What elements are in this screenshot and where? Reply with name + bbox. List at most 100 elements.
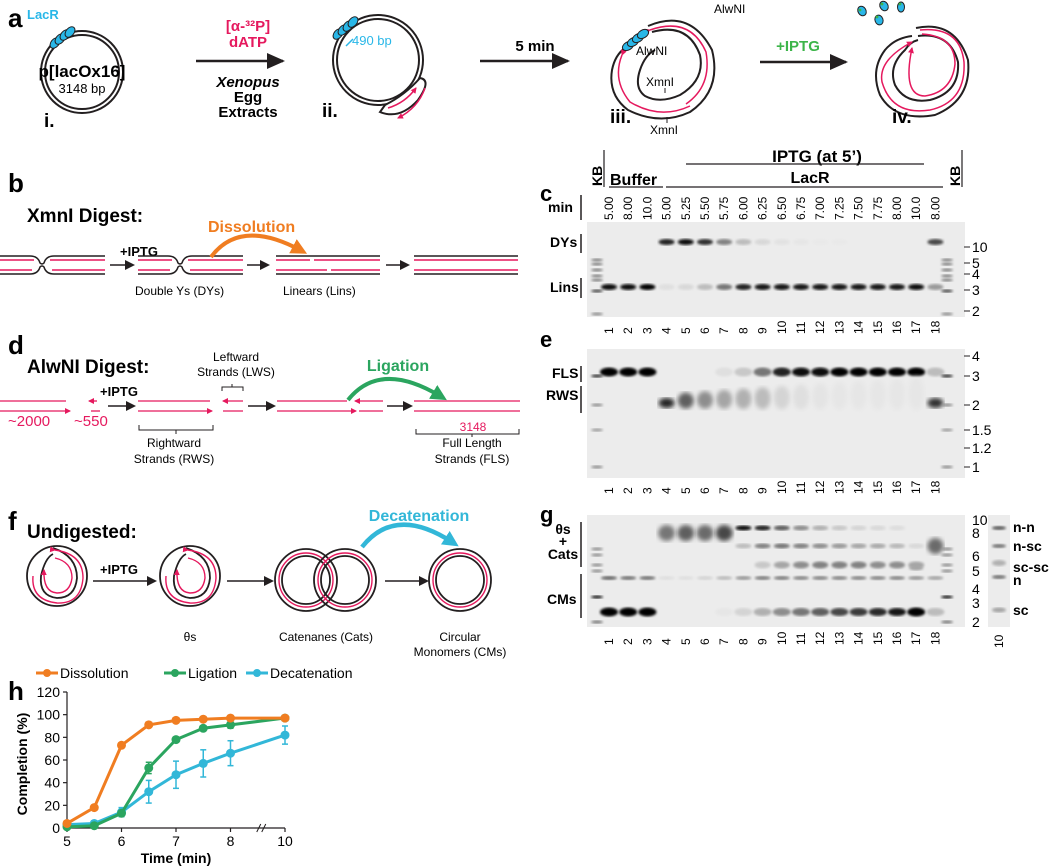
dys-band	[927, 239, 944, 245]
time-label: 5.00	[602, 196, 616, 220]
data-point	[62, 818, 72, 828]
species-label-thetas: θs	[555, 521, 571, 537]
distance-label: 490 bp	[352, 33, 392, 48]
lane-number: 1	[602, 487, 616, 494]
series-line	[66, 716, 286, 829]
ladder-band	[941, 289, 953, 293]
lane-number: 17	[909, 320, 923, 334]
dys-band	[658, 239, 675, 245]
rws-band	[677, 392, 694, 409]
isotope-label-line2: dATP	[229, 34, 267, 51]
size-marker-label: 3	[972, 595, 980, 611]
rws-label-line2: Strands (RWS)	[134, 452, 214, 466]
lane-number: 18	[928, 480, 942, 494]
n-band	[773, 576, 790, 580]
data-point	[226, 720, 235, 730]
theta-cats-smear	[658, 525, 676, 541]
double-y-bottom	[138, 265, 243, 275]
extract-label-line2: Egg	[234, 89, 262, 106]
rws-band	[773, 385, 790, 410]
ladder-band	[941, 274, 953, 278]
fls-band	[619, 367, 638, 377]
panel-letter-d: d	[8, 330, 24, 360]
lane-number: 12	[813, 480, 827, 494]
time-label: 5.25	[679, 196, 693, 220]
size-marker-label: 2	[972, 614, 980, 630]
lane-number: 6	[698, 487, 712, 494]
sc-band	[926, 608, 945, 616]
fls-band	[600, 367, 618, 377]
size-marker-label: 6	[972, 548, 980, 564]
lane-number: 14	[852, 631, 866, 645]
time-label: 6.75	[794, 196, 808, 220]
side-band	[992, 575, 1006, 579]
lane-number: 10	[775, 480, 789, 494]
lane-number: 8	[736, 638, 750, 645]
xmni-site-label: XmnI	[646, 75, 674, 89]
species-label-lins: Lins	[550, 279, 579, 295]
y-tick-label: 120	[37, 684, 61, 700]
lane-number: 17	[909, 631, 923, 645]
ladder-band	[941, 465, 953, 469]
side-lane-number: 10	[992, 634, 1006, 648]
time-label: 10.0	[909, 196, 923, 220]
plasmid-name: p[lacOx16]	[39, 62, 126, 81]
n-sc-band	[735, 543, 752, 549]
legend-label: Decatenation	[270, 665, 353, 681]
fls-band	[792, 367, 810, 377]
lane-number: 4	[660, 487, 674, 494]
panel-letter-a: a	[8, 3, 23, 33]
n-band	[754, 576, 771, 580]
converged-plasmid-diagram	[875, 25, 970, 118]
xmni-digest-diagram	[0, 233, 518, 275]
step-ii-label: ii.	[322, 101, 338, 122]
n-sc-band	[869, 543, 886, 549]
sc-band	[907, 607, 926, 617]
sc-sc-band	[812, 561, 829, 569]
lane-number: 16	[890, 480, 904, 494]
x-tick-label: 10	[277, 833, 293, 849]
ladder-band	[941, 312, 953, 316]
sc-band	[638, 607, 657, 617]
n-band	[716, 576, 733, 580]
lws-label-line2: Strands (LWS)	[197, 365, 275, 379]
lins-band	[620, 284, 637, 290]
lane-number: 3	[640, 487, 654, 494]
fls-band	[772, 367, 791, 377]
lins-band	[812, 284, 829, 290]
side-species-label: n-sc	[1013, 538, 1042, 554]
legend-swatch-marker	[171, 669, 179, 677]
time-label: 6.50	[775, 196, 789, 220]
theta-cats-smear	[715, 525, 733, 541]
y-tick-label: 0	[52, 820, 60, 836]
n-n-band	[889, 525, 905, 531]
time-label: 5.00	[660, 196, 674, 220]
size-marker-label: 10	[972, 239, 988, 255]
ladder-band	[941, 620, 953, 624]
series-dissolution	[62, 713, 290, 828]
species-label-fls: FLS	[552, 365, 578, 381]
legend-label: Dissolution	[60, 665, 128, 681]
stage-label-double-ys: Double Ys (DYs)	[135, 284, 224, 298]
axis-break-icon	[256, 823, 267, 833]
lane-number: 7	[717, 487, 731, 494]
lane-number: 10	[775, 320, 789, 334]
catenane-ring-1	[274, 548, 338, 612]
data-point	[144, 763, 154, 773]
lins-band	[850, 284, 867, 290]
sc-band	[753, 608, 772, 616]
ladder-band	[591, 289, 603, 293]
sc-sc-band	[754, 561, 771, 569]
panel-d: d AlwNI Digest: Leftward Strands (LWS) +…	[0, 330, 520, 466]
time-label: 5.75	[717, 196, 731, 220]
circular-monomer	[428, 548, 492, 612]
lane-number: 1	[602, 327, 616, 334]
fls-band	[734, 367, 753, 377]
fls-band	[907, 367, 926, 377]
sc-sc-band	[850, 561, 867, 569]
rws-band	[850, 380, 867, 410]
n-n-band	[869, 525, 886, 531]
rws-band	[869, 379, 886, 411]
converging-forks-top	[0, 255, 105, 265]
